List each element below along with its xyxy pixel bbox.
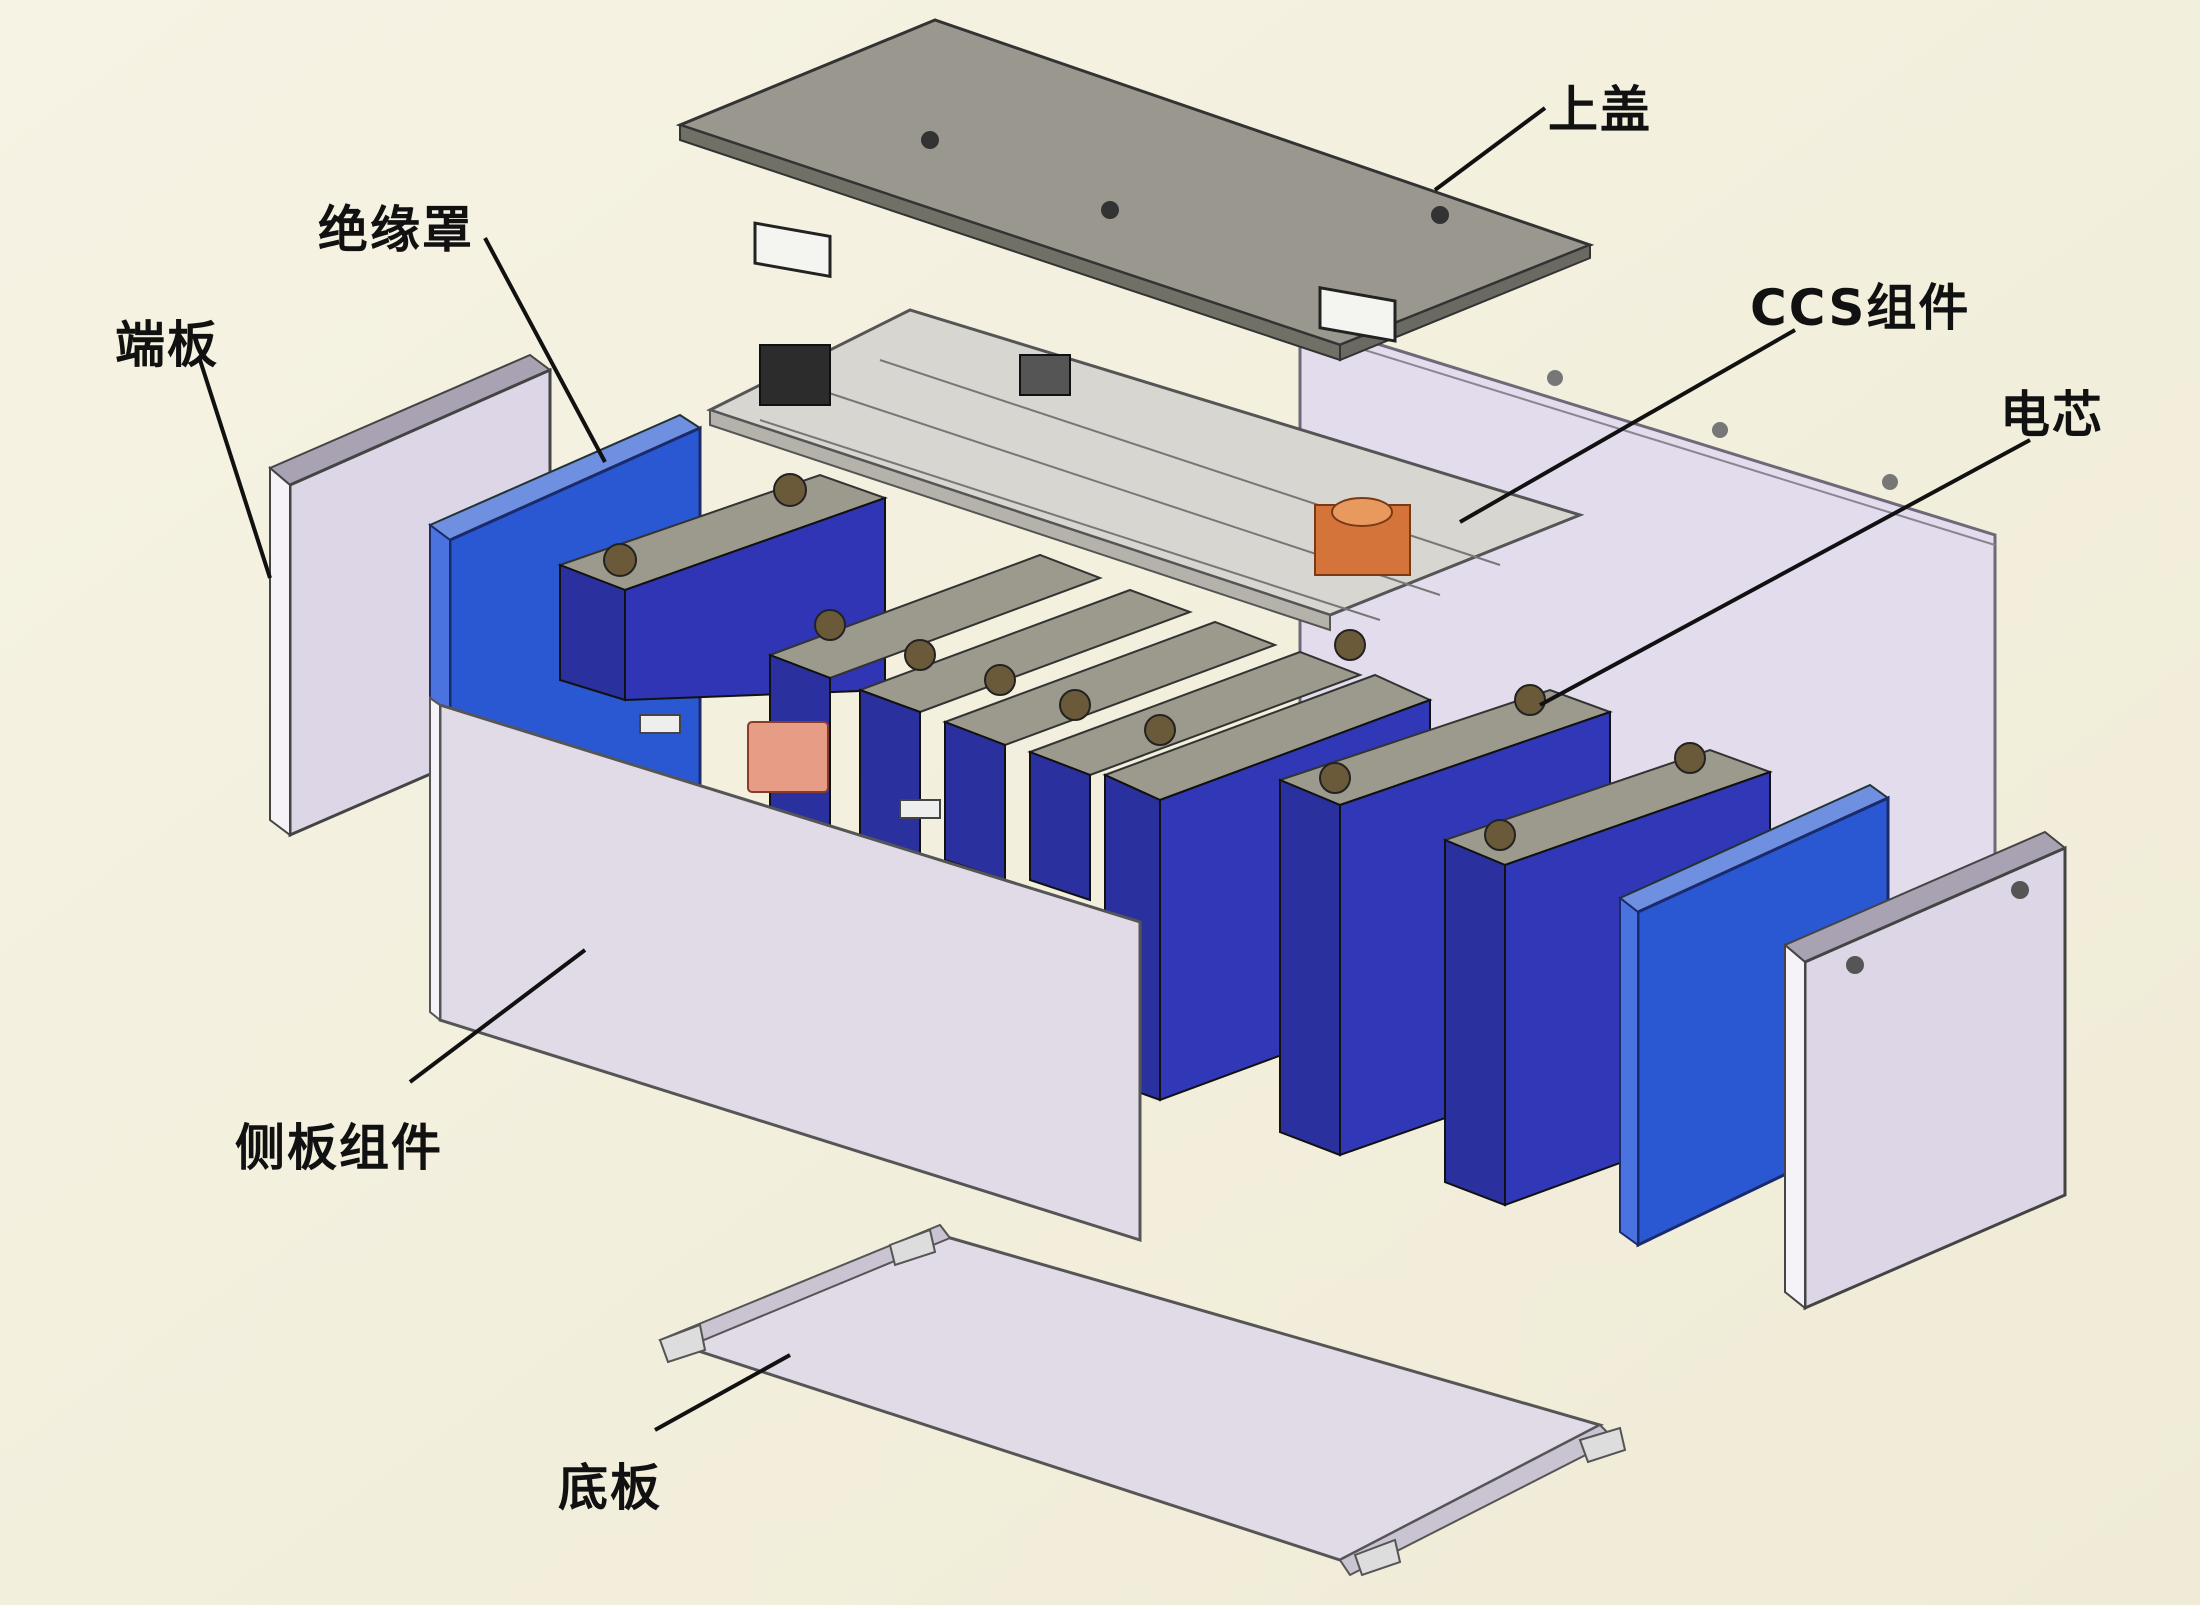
leader-line-ccs: [1459, 328, 1796, 524]
sampling-connector: [747, 721, 829, 793]
bolt-icon: [1101, 201, 1119, 219]
connector-block: [759, 344, 831, 406]
terminal-icon: [1334, 629, 1366, 661]
leader-line-side-plate: [408, 948, 587, 1084]
label-bottom-plate: 底板: [558, 1459, 662, 1517]
front-side-plate: [429, 696, 1142, 1243]
bottom-plate: [658, 1223, 1627, 1577]
terminal-icon: [1059, 689, 1091, 721]
leader-line-end-plate: [198, 359, 272, 579]
right-end-plate: [1783, 830, 2067, 1311]
terminal-icon: [1514, 684, 1546, 716]
terminal-icon: [984, 664, 1016, 696]
connector-block: [1019, 354, 1071, 396]
label-side-plate-assembly: 侧板组件: [235, 1119, 443, 1177]
bolt-icon: [1882, 474, 1898, 490]
terminal-icon: [773, 473, 807, 507]
vent-opening: [1318, 285, 1397, 343]
bolt-icon: [1846, 956, 1864, 974]
bolt-icon: [1712, 422, 1728, 438]
leader-line-top-cover: [1433, 106, 1547, 192]
terminal-icon: [603, 543, 637, 577]
terminal-icon: [904, 639, 936, 671]
label-top-cover: 上盖: [1548, 81, 1652, 139]
leader-line-insulation-cover: [483, 237, 607, 463]
connector-pin: [899, 799, 941, 819]
ccs-assembly: [706, 308, 1585, 632]
bolt-icon: [1547, 370, 1563, 386]
terminal-icon: [814, 609, 846, 641]
terminal-icon: [1319, 762, 1351, 794]
connector-pin: [639, 714, 681, 734]
top-cover: [675, 18, 1595, 362]
leader-line-bottom-plate: [654, 1353, 791, 1432]
leader-lines: [198, 106, 2031, 1432]
vent-opening: [753, 221, 832, 279]
leader-line-cell: [1539, 438, 2031, 707]
label-end-plate: 端板: [115, 316, 219, 374]
label-insulation-cover: 绝缘罩: [318, 201, 474, 259]
label-cell: 电芯: [2000, 386, 2104, 444]
terminal-icon: [1674, 742, 1706, 774]
bolt-icon: [2011, 881, 2029, 899]
label-ccs-assembly: CCS组件: [1750, 279, 1971, 337]
terminal-icon: [1484, 819, 1516, 851]
bolt-icon: [921, 131, 939, 149]
bolt-icon: [1431, 206, 1449, 224]
terminal-icon: [1144, 714, 1176, 746]
